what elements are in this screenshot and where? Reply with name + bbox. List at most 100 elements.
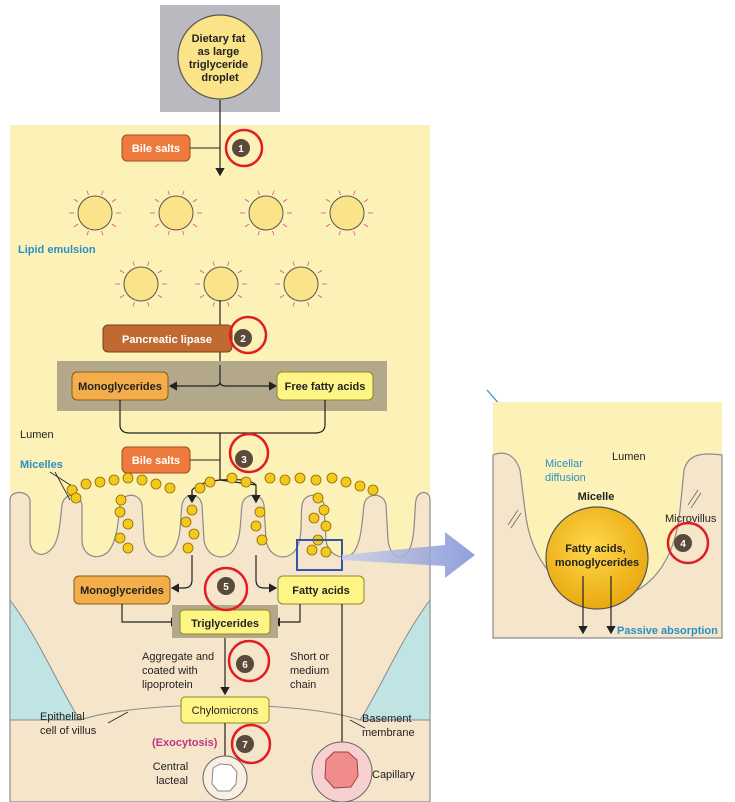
micellar-diffusion-label: Micellar diffusion xyxy=(545,458,586,484)
micelle-dot xyxy=(294,472,306,484)
basement-pointer xyxy=(349,719,366,729)
micelle-dot xyxy=(367,484,379,496)
emulsion-droplet xyxy=(195,261,247,307)
svg-text:5: 5 xyxy=(223,582,229,593)
bile-salts-label-1: Bile salts xyxy=(132,143,180,155)
micelle-dot xyxy=(115,494,127,506)
micelles-label: Micelles xyxy=(20,459,63,471)
micelle-dot xyxy=(320,520,332,532)
micelle-dot xyxy=(194,482,206,494)
inset-micelle-content: Fatty acids, monoglycerides xyxy=(555,543,639,569)
fatty-acids-label: Fatty acids xyxy=(292,585,349,597)
bile-salts-box-1 xyxy=(121,134,191,162)
lipid-emulsion-label: Lipid emulsion xyxy=(18,244,96,256)
inset-micelle-label: Micelle xyxy=(578,491,615,503)
micelle-dot xyxy=(204,476,216,488)
fat-droplet xyxy=(177,14,263,100)
absorption-arrow-right xyxy=(255,555,278,593)
micelle-dot xyxy=(108,474,120,486)
emulsion-droplet xyxy=(240,190,292,236)
fatty-acids-box xyxy=(277,575,365,605)
micelle-dot xyxy=(318,504,330,516)
free-fatty-acids-label: Free fatty acids xyxy=(285,381,366,393)
svg-text:2: 2 xyxy=(240,334,246,345)
passive-absorption-label: Passive absorption xyxy=(617,625,718,637)
bile-salts-label-2: Bile salts xyxy=(132,455,180,467)
emulsion-droplet xyxy=(115,261,167,307)
micelle-dot xyxy=(312,492,324,504)
micelle-dot xyxy=(122,542,134,554)
micelle-dot xyxy=(122,472,134,484)
micelle-dots xyxy=(66,472,379,558)
micelle-dot xyxy=(354,480,366,492)
emulsion-droplet xyxy=(69,190,121,236)
micelle-dot xyxy=(94,476,106,488)
micelle-dot xyxy=(308,512,320,524)
zoom-arrow xyxy=(342,532,475,578)
micelle-dot xyxy=(182,542,194,554)
inset-micelle xyxy=(545,506,649,610)
micelle-dot xyxy=(150,478,162,490)
central-lacteal-label: Central lacteal xyxy=(153,761,192,787)
micelle-dot xyxy=(340,476,352,488)
micelle-dot xyxy=(310,474,322,486)
merge-lines xyxy=(119,400,326,470)
micelle-dot xyxy=(136,474,148,486)
lumen-label: Lumen xyxy=(20,429,54,441)
chylomicrons-label: Chylomicrons xyxy=(192,705,259,717)
interstitial-wedge-left xyxy=(9,598,81,721)
micelle-dot xyxy=(306,544,318,556)
microvillus-label: Microvillus xyxy=(665,513,717,525)
step-marker-5: 5 xyxy=(203,566,249,612)
to-triglycerides-right xyxy=(271,604,301,627)
micelle-dot xyxy=(256,534,268,546)
monoglycerides-label-top: Monoglycerides xyxy=(78,381,162,393)
micelle-dot xyxy=(254,506,266,518)
micelle-dot xyxy=(164,482,176,494)
split-arrows xyxy=(170,365,275,387)
lipid-emulsion-droplets xyxy=(69,190,373,307)
micelle-dot xyxy=(226,472,238,484)
triglycerides-label: Triglycerides xyxy=(191,618,259,630)
micelle-dot xyxy=(180,516,192,528)
pancreatic-lipase-box xyxy=(102,324,233,353)
to-triglycerides-left xyxy=(121,604,180,627)
svg-text:1: 1 xyxy=(238,144,244,155)
micelle-dot xyxy=(320,546,332,558)
svg-text:4: 4 xyxy=(680,539,686,550)
emulsion-droplet xyxy=(150,190,202,236)
micelle-dot xyxy=(264,472,276,484)
svg-text:6: 6 xyxy=(242,660,248,671)
micelle-dot xyxy=(80,478,92,490)
micelle-dot xyxy=(122,518,134,530)
step-marker-6: 6 xyxy=(227,639,271,683)
micelle-dot xyxy=(326,472,338,484)
micelles-pointer-2 xyxy=(54,471,71,501)
aggregate-label: Aggregate and coated with lipoprotein xyxy=(142,651,217,691)
micelle-dot xyxy=(186,504,198,516)
step-marker-2: 2 xyxy=(228,315,268,355)
bile-salts-box-2 xyxy=(121,446,191,474)
micelle-dot xyxy=(70,492,82,504)
micelle-dot xyxy=(114,506,126,518)
step-marker-7: 7 xyxy=(230,723,272,765)
short-medium-label: Short or medium chain xyxy=(290,651,332,691)
pancreatic-lipase-label: Pancreatic lipase xyxy=(122,334,212,346)
membrane-break-1 xyxy=(507,509,519,526)
micelle-dot xyxy=(188,528,200,540)
absorption-arrow-left xyxy=(170,555,193,593)
exocytosis-label: (Exocytosis) xyxy=(152,737,218,749)
micelle-dot xyxy=(279,474,291,486)
emulsion-droplet xyxy=(321,190,373,236)
lacteal-inner xyxy=(211,763,238,792)
capillary-inner xyxy=(324,751,359,789)
basement-label: Basement membrane xyxy=(362,713,415,739)
interstitial-wedge-right xyxy=(359,598,431,721)
droplet-label: Dietary fat as large triglyceride drople… xyxy=(189,33,251,84)
epithelial-label: Epithelial cell of villus xyxy=(40,711,97,737)
membrane-break-4 xyxy=(690,492,702,509)
emulsion-droplet xyxy=(275,261,327,307)
monoglycerides-label-cell: Monoglycerides xyxy=(80,585,164,597)
membrane-break-2 xyxy=(510,512,522,529)
